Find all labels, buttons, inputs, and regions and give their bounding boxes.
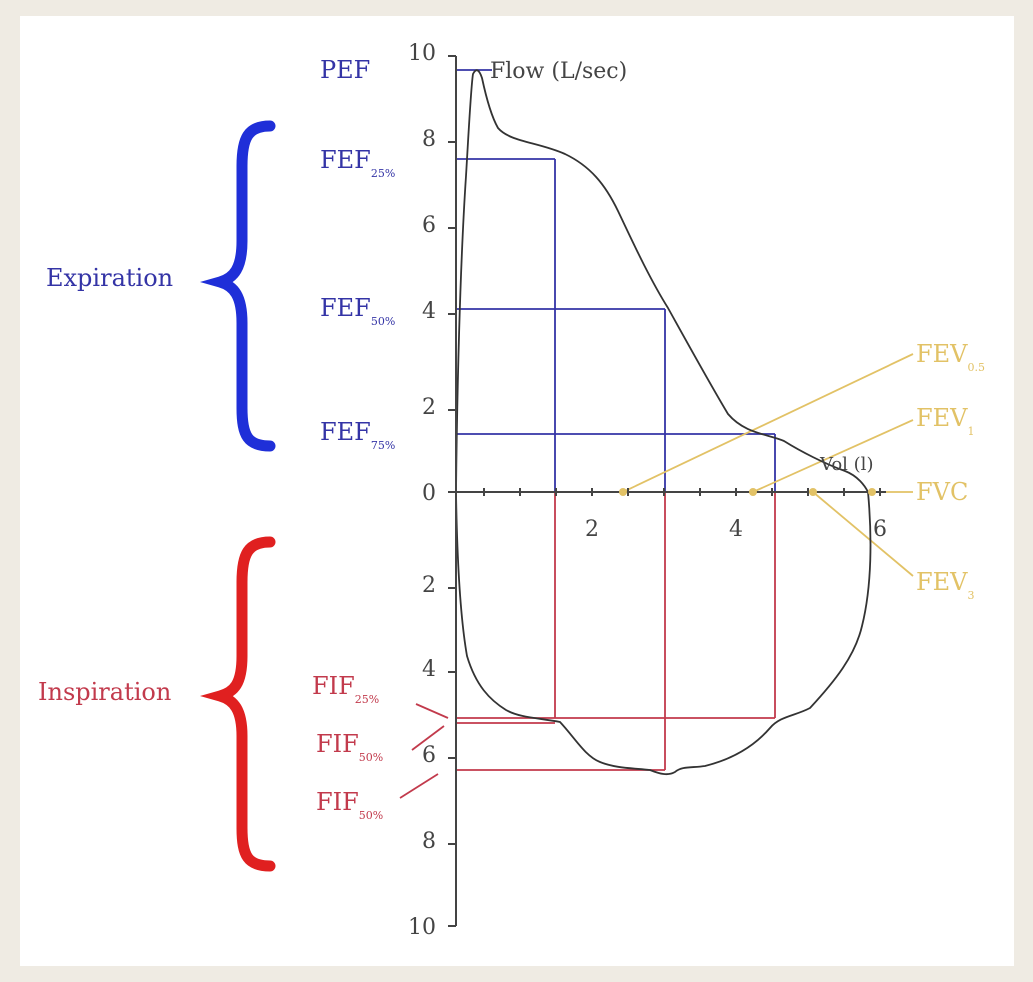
pef-label: PEF — [320, 56, 370, 84]
expiration-reference-lines — [456, 69, 776, 492]
fif50-leader-line — [411, 725, 445, 751]
x-tick-labels: 2 4 6 — [585, 517, 887, 542]
fev05-marker — [619, 488, 627, 496]
flow-volume-loop-curve — [455, 69, 872, 776]
fif50-label: FIF50% — [316, 730, 383, 764]
inspiration-reference-lines — [399, 492, 776, 799]
expiration-brace-icon — [200, 120, 276, 452]
y-tick-label: 4 — [422, 299, 436, 324]
x-axis-unit-label: Vol (l) — [819, 454, 873, 475]
diagram-frame: Flow (L/sec) Vol (l) 10 8 6 4 2 0 2 4 6 … — [20, 16, 1014, 966]
expiration-label: Expiration — [46, 264, 173, 292]
fev1-label: FEV1 — [916, 404, 975, 438]
fef75-label: FEF75% — [320, 418, 395, 452]
inspiration-label: Inspiration — [38, 678, 171, 706]
y-tick-label: 4 — [422, 657, 436, 682]
fif25-label: FIF25% — [312, 672, 379, 706]
fif25-leader-line — [415, 703, 449, 719]
fvc-label: FVC — [916, 478, 968, 506]
y-tick-labels: 10 8 6 4 2 0 2 4 6 8 10 — [408, 41, 436, 940]
y-tick-label: 10 — [408, 41, 436, 66]
fev3-marker — [809, 488, 817, 496]
fif75-label: FIF50% — [316, 788, 383, 822]
y-tick-label: 6 — [422, 213, 436, 238]
y-tick-label: 2 — [422, 395, 436, 420]
x-tick-label: 4 — [729, 517, 743, 542]
fef25-label: FEF25% — [320, 146, 395, 180]
fev-markers — [619, 488, 876, 496]
y-tick-label: 10 — [408, 915, 436, 940]
fif75-leader-line — [399, 773, 439, 799]
y-tick-label: 8 — [422, 127, 436, 152]
y-axis-title: Flow (L/sec) — [490, 59, 627, 84]
y-tick-label: 8 — [422, 829, 436, 854]
axes — [448, 56, 886, 926]
flow-volume-diagram: Flow (L/sec) Vol (l) 10 8 6 4 2 0 2 4 6 … — [38, 41, 985, 940]
x-tick-label: 6 — [873, 517, 887, 542]
inspiration-brace-icon — [200, 536, 276, 872]
y-tick-label: 2 — [422, 573, 436, 598]
fev1-marker — [749, 488, 757, 496]
fev3-leader-line — [812, 491, 914, 577]
x-axis-ticks — [483, 488, 881, 496]
fev05-label: FEV0.5 — [916, 340, 985, 374]
x-tick-label: 2 — [585, 517, 599, 542]
fev3-label: FEV3 — [916, 568, 975, 602]
fev05-leader-line — [622, 353, 914, 493]
fev1-leader-line — [752, 419, 914, 493]
fvc-marker — [868, 488, 876, 496]
fef50-label: FEF50% — [320, 294, 395, 328]
y-axis-ticks — [448, 55, 456, 927]
y-tick-label: 0 — [422, 481, 436, 506]
y-tick-label: 6 — [422, 743, 436, 768]
